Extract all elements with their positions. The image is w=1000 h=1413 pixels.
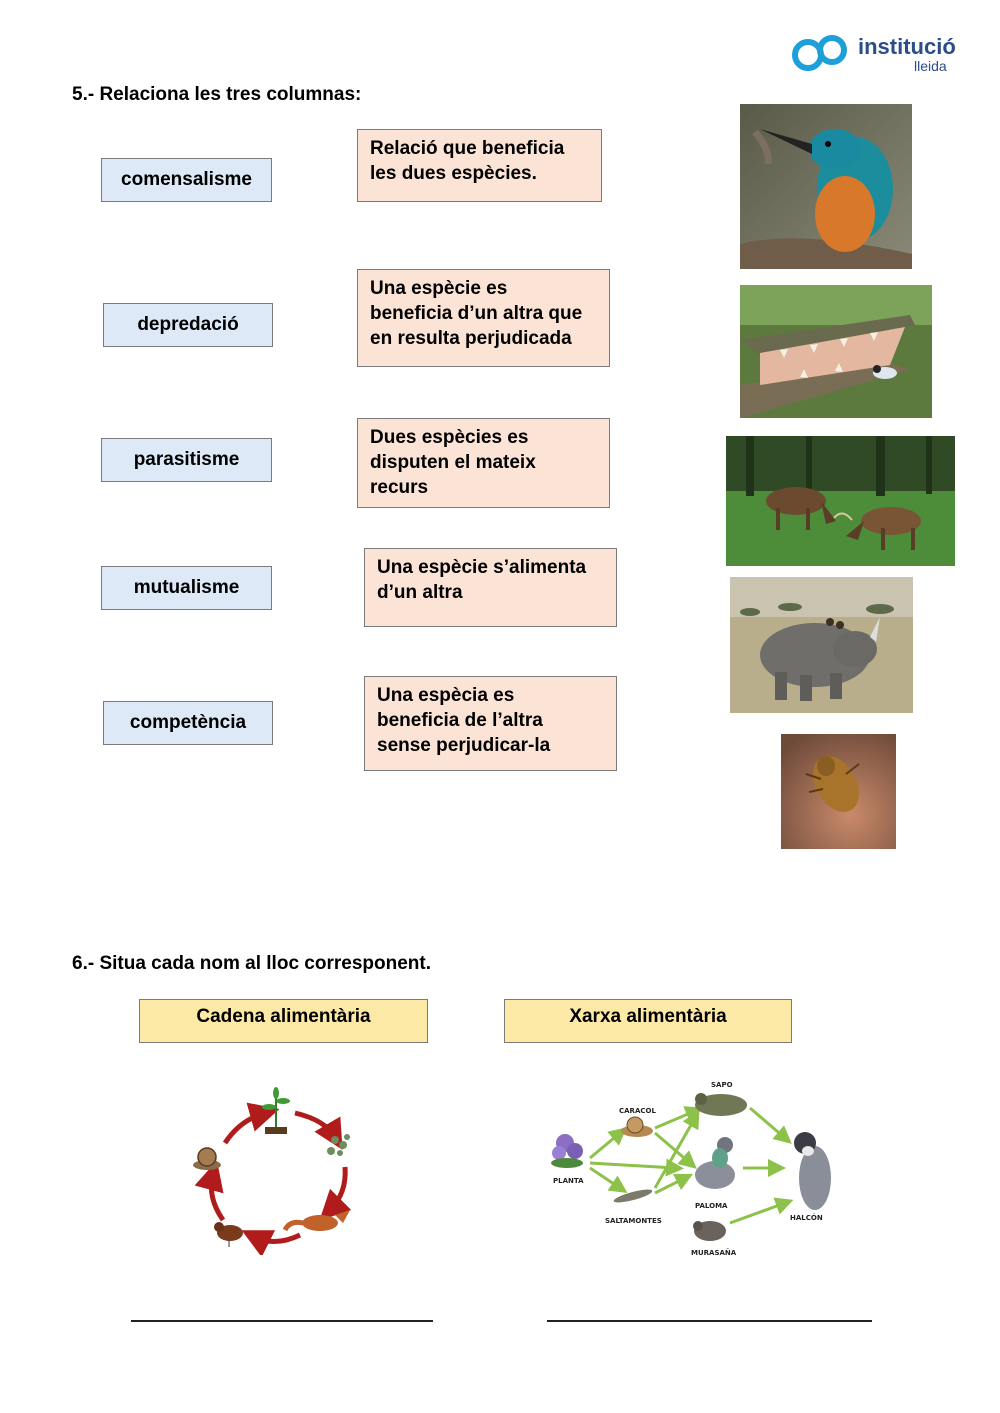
label-murasana: MURASAÑA bbox=[691, 1248, 737, 1257]
term-competencia[interactable]: competència bbox=[103, 701, 273, 745]
definition-5[interactable]: Una espècia es beneficia de l’altra sens… bbox=[364, 676, 617, 771]
fox-icon bbox=[282, 1210, 350, 1232]
category-xarxa-alimentaria[interactable]: Xarxa alimentària bbox=[504, 999, 792, 1043]
deer-fight-photo[interactable] bbox=[726, 436, 955, 566]
definition-5-line-2: beneficia de l’altra bbox=[377, 710, 543, 731]
definition-3[interactable]: Dues espècies es disputen el mateix recu… bbox=[357, 418, 610, 508]
definition-2-line-1: Una espècie es bbox=[370, 278, 508, 299]
label-planta: PLANTA bbox=[553, 1177, 584, 1185]
exercise-6-title: 6.- Situa cada nom al lloc corresponent. bbox=[72, 953, 431, 974]
murasana-icon bbox=[693, 1221, 726, 1241]
term-mutualisme[interactable]: mutualisme bbox=[101, 566, 272, 610]
louse-photo[interactable] bbox=[781, 734, 896, 849]
label-halcon: HALCÓN bbox=[790, 1213, 823, 1222]
plant-icon bbox=[262, 1087, 290, 1134]
label-saltamontes: SALTAMONTES bbox=[605, 1217, 662, 1225]
label-paloma: PALOMA bbox=[695, 1202, 728, 1210]
sapo-icon bbox=[695, 1093, 747, 1116]
label-caracol: CARACOL bbox=[619, 1107, 656, 1115]
rhino-birds-photo[interactable] bbox=[730, 577, 913, 713]
seeds-icon bbox=[327, 1134, 350, 1156]
snail-icon bbox=[193, 1147, 221, 1170]
definition-4-line-1: Una espècie s’alimenta bbox=[377, 557, 587, 578]
caracol-icon bbox=[621, 1116, 653, 1137]
definition-2-line-3: en resulta perjudicada bbox=[370, 328, 572, 349]
term-comensalisme[interactable]: comensalisme bbox=[101, 158, 272, 202]
exercise-5-title: 5.- Relaciona les tres columnas: bbox=[72, 84, 362, 105]
definition-4-line-2: d’un altra bbox=[377, 582, 463, 603]
logo-name: institució bbox=[858, 34, 956, 59]
definition-2[interactable]: Una espècie es beneficia d’un altra que … bbox=[357, 269, 610, 367]
paloma-icon bbox=[695, 1137, 735, 1189]
label-sapo: SAPO bbox=[711, 1081, 733, 1089]
definition-3-line-2: disputen el mateix bbox=[370, 452, 536, 473]
category-cadena-alimentaria[interactable]: Cadena alimentària bbox=[139, 999, 428, 1043]
definition-5-line-3: sense perjudicar-la bbox=[377, 735, 551, 756]
answer-line-2[interactable] bbox=[547, 1320, 872, 1322]
definition-1[interactable]: Relació que beneficia les dues espècies. bbox=[357, 129, 602, 202]
definition-5-line-1: Una espècia es bbox=[377, 685, 515, 706]
institucio-logo-icon bbox=[792, 35, 847, 71]
food-web-diagram: PLANTA CARACOL SAPO PALOMA SALTAMONTES M… bbox=[515, 1063, 875, 1281]
bird-icon bbox=[214, 1222, 243, 1247]
answer-line-1[interactable] bbox=[131, 1320, 433, 1322]
planta-icon bbox=[551, 1134, 583, 1168]
term-parasitisme[interactable]: parasitisme bbox=[101, 438, 272, 482]
term-depredacio[interactable]: depredació bbox=[103, 303, 273, 347]
definition-3-line-3: recurs bbox=[370, 477, 429, 498]
logo-subtitle: lleida bbox=[914, 58, 947, 74]
kingfisher-photo[interactable] bbox=[740, 104, 912, 269]
definition-3-line-1: Dues espècies es bbox=[370, 427, 529, 448]
halcon-icon bbox=[794, 1132, 831, 1210]
saltamontes-icon bbox=[613, 1189, 653, 1203]
definition-1-line-2: les dues espècies. bbox=[370, 163, 537, 184]
definition-1-line-1: Relació que beneficia bbox=[370, 138, 565, 159]
food-chain-diagram bbox=[193, 1087, 352, 1255]
definition-2-line-2: beneficia d’un altra que bbox=[370, 303, 583, 324]
definition-4[interactable]: Una espècie s’alimenta d’un altra bbox=[364, 548, 617, 627]
crocodile-bird-photo[interactable] bbox=[740, 285, 932, 418]
